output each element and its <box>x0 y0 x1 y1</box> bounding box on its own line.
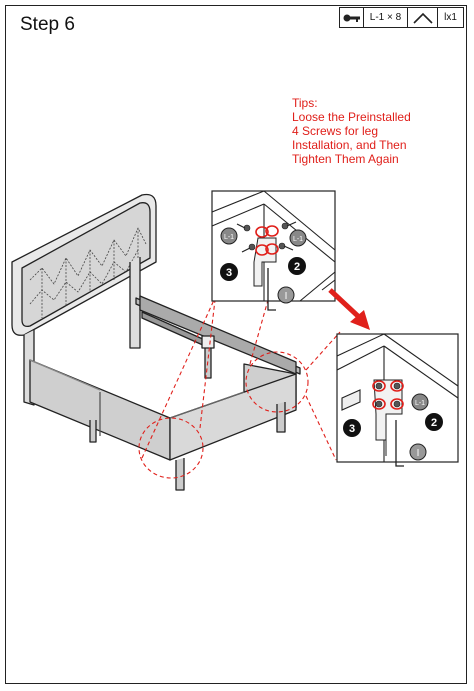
rail-bracket <box>201 335 215 349</box>
allen-key-icon <box>340 8 364 27</box>
detail1-part-label-2: L-1 <box>293 236 303 243</box>
tips-line: 4 Screws for leg <box>292 124 379 138</box>
wrench-icon <box>408 8 438 27</box>
detail-view-2: L-1 3 2 I <box>336 333 459 467</box>
detail2-badge-2: 2 <box>431 417 437 429</box>
tool-quantity: lx1 <box>444 12 457 23</box>
detail2-screws <box>375 382 401 408</box>
detail1-bolts <box>236 221 297 253</box>
detail2-tighten-marks <box>372 380 404 410</box>
foot-leg-left <box>175 458 185 491</box>
headboard-panel <box>21 202 151 328</box>
detail2-badge-3: 3 <box>349 423 355 435</box>
foot-leg-right <box>276 402 286 433</box>
headboard-tufting <box>29 227 147 318</box>
focus-circle-front <box>138 417 204 479</box>
detail1-part-label: L-1 <box>224 234 234 241</box>
tips-note: Tips: Loose the Preinstalled 4 Screws fo… <box>292 96 452 166</box>
detail2-part-label: L-1 <box>415 400 425 407</box>
tips-line: Installation, and Then <box>292 138 407 152</box>
tips-line: Tighten Them Again <box>292 152 399 166</box>
detail-view-1: L-1 L-1 3 2 I <box>211 190 336 311</box>
side-leg <box>89 420 97 443</box>
page-frame <box>5 5 467 684</box>
parts-box: L-1 × 8 lx1 <box>339 7 464 28</box>
detail1-loosen-marks <box>255 225 279 256</box>
red-arrow-icon <box>328 288 370 330</box>
detail1-badge-3: 3 <box>226 267 232 279</box>
detail2-tool-label: I <box>417 448 420 459</box>
focus-circle-back <box>245 351 309 413</box>
tips-heading: Tips: <box>292 96 318 110</box>
parts-quantity: L-1 × 8 <box>364 8 408 27</box>
detail1-badge-2: 2 <box>294 261 300 273</box>
step-title: Step 6 <box>20 14 75 35</box>
focus-markers <box>138 299 341 479</box>
tips-line: Loose the Preinstalled <box>292 110 411 124</box>
detail1-tool-label: I <box>285 291 288 302</box>
detail1-screws <box>243 222 289 251</box>
